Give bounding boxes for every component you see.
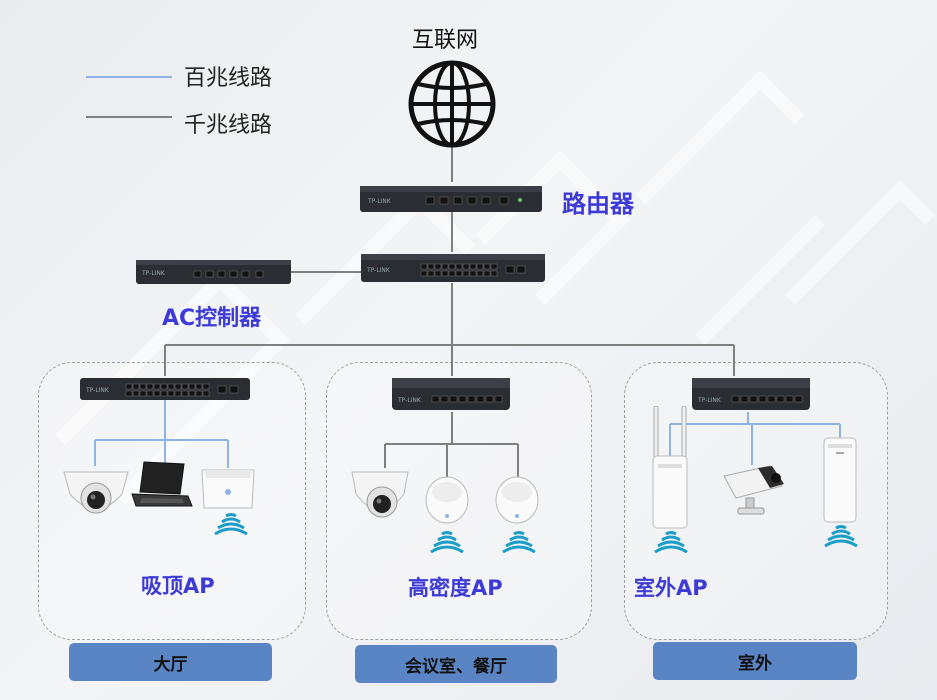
- ceiling-ap-icon: [495, 476, 539, 524]
- svg-text:TP-LINK: TP-LINK: [397, 397, 422, 404]
- wifi-signal-icon: [654, 531, 688, 554]
- svg-text:TP-LINK: TP-LINK: [367, 198, 392, 205]
- zone1-switch-device: TP-LINK: [80, 378, 250, 400]
- wifi-signal-icon: [214, 513, 248, 536]
- ceiling-ap-icon: [201, 469, 255, 509]
- dome-camera-icon: [351, 471, 409, 518]
- zone2-area-tag: 会议室、餐厅: [355, 645, 557, 683]
- legend-fast-line-label: 百兆线路: [184, 66, 273, 91]
- bullet-camera-icon: [723, 465, 784, 515]
- outdoor-ap-icon: [652, 406, 688, 529]
- globe-icon: [408, 60, 496, 148]
- legend-gigabit-line-swatch: [86, 116, 172, 118]
- zone1-area-tag: 大厅: [69, 643, 272, 681]
- zone3-switch-device: TP-LINK: [692, 378, 810, 410]
- svg-text:TP-LINK: TP-LINK: [366, 267, 391, 274]
- internet-label: 互联网: [412, 28, 479, 53]
- svg-text:TP-LINK: TP-LINK: [141, 270, 166, 277]
- zone2-switch-device: TP-LINK: [392, 378, 510, 410]
- ceiling-ap-icon: [425, 476, 469, 524]
- router-device: TP-LINK: [360, 186, 542, 212]
- zone3-area-tag: 室外: [653, 642, 857, 680]
- core-switch-device: TP-LINK: [361, 254, 545, 282]
- wifi-signal-icon: [430, 531, 464, 554]
- ac-controller-label: AC控制器: [162, 306, 262, 331]
- wifi-signal-icon: [502, 531, 536, 554]
- zone3-ap-label: 室外AP: [634, 576, 708, 600]
- svg-text:TP-LINK: TP-LINK: [697, 397, 722, 404]
- laptop-icon: [131, 461, 193, 507]
- dome-camera-icon: [63, 471, 129, 514]
- svg-text:TP-LINK: TP-LINK: [85, 387, 110, 394]
- zone1-ap-label: 吸顶AP: [141, 574, 215, 598]
- ac-controller-device: TP-LINK: [136, 260, 291, 284]
- wifi-signal-icon: [824, 525, 858, 548]
- outdoor-cpe-icon: [823, 437, 857, 523]
- zone2-ap-label: 高密度AP: [408, 576, 503, 600]
- router-label: 路由器: [562, 190, 634, 218]
- legend-gigabit-line-label: 千兆线路: [184, 113, 273, 138]
- legend-fast-line-swatch: [86, 76, 172, 78]
